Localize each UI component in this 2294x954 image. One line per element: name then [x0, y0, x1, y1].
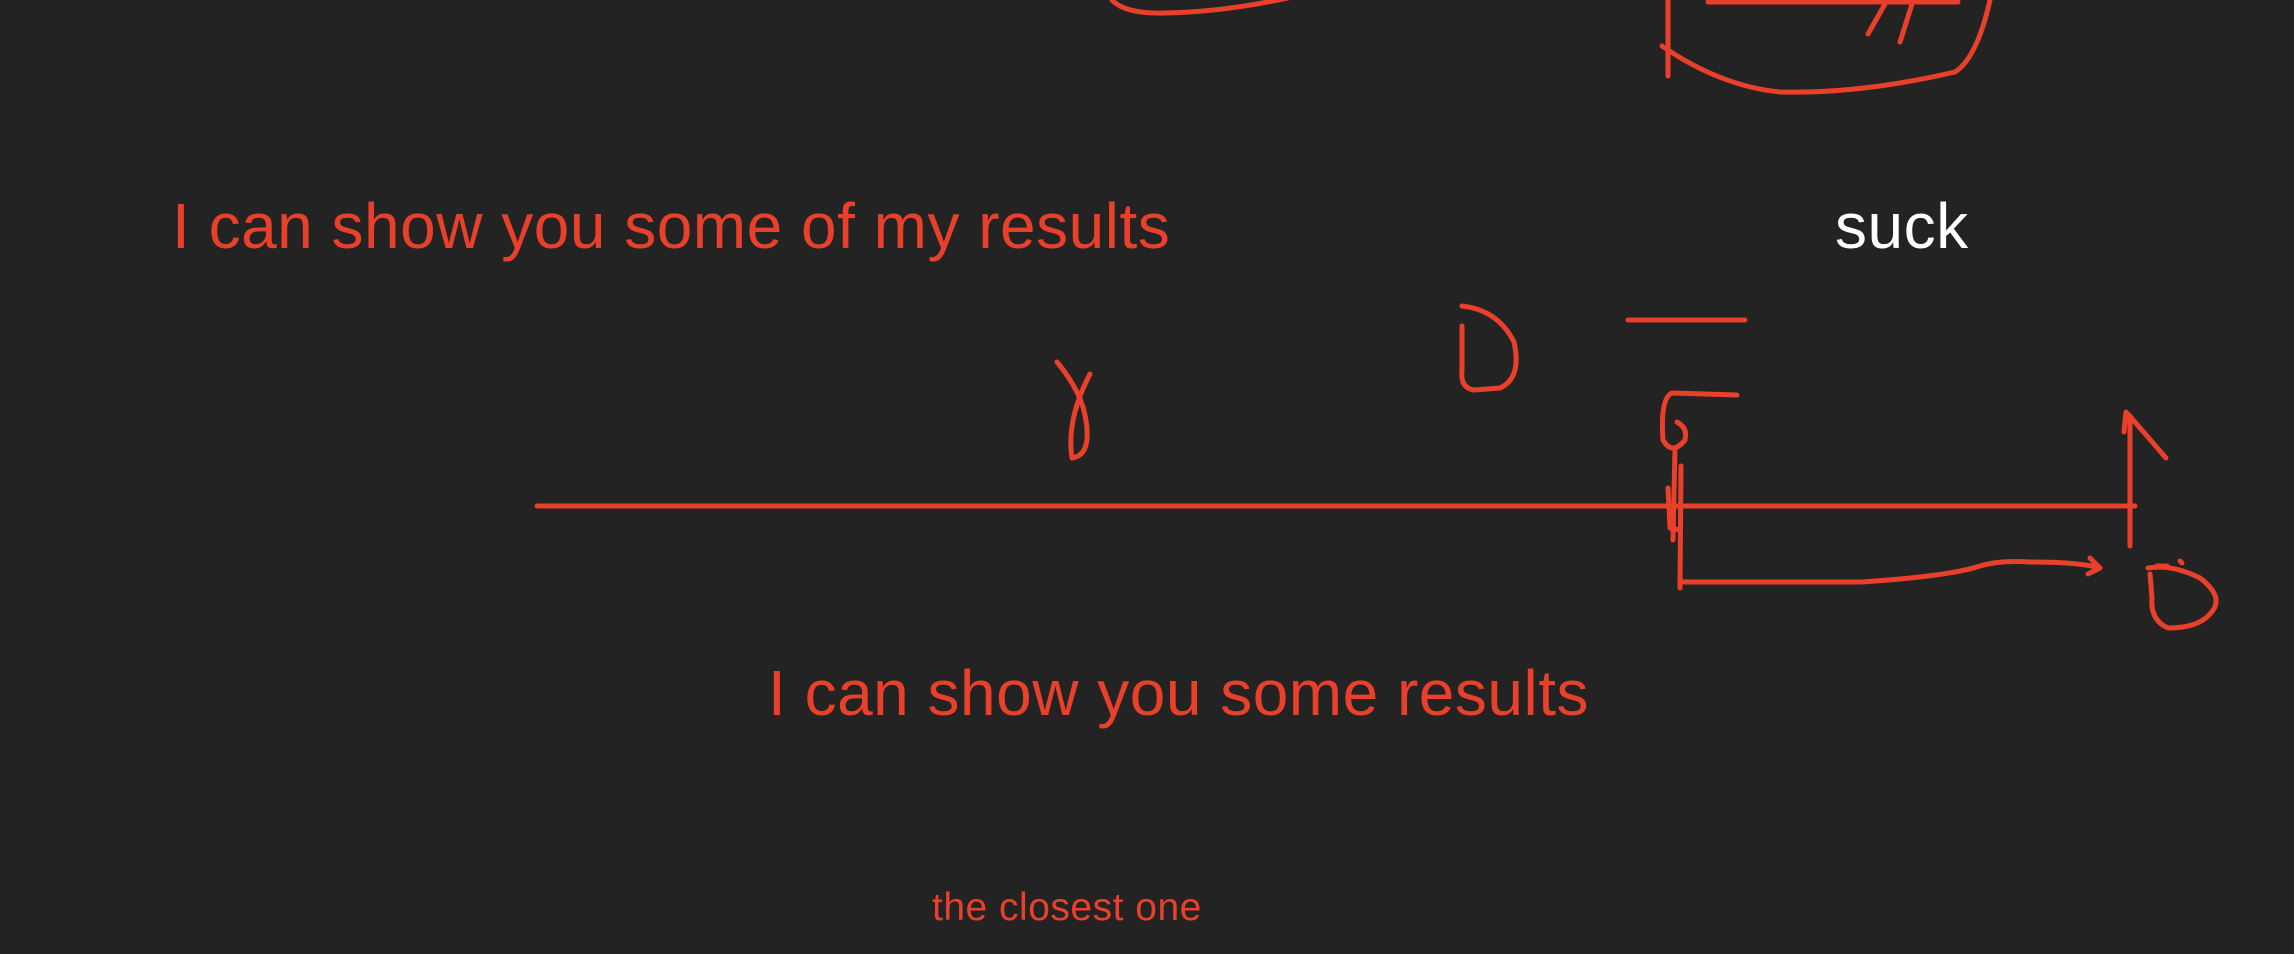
handwritten-text-line-3: the closest one: [932, 886, 1202, 929]
handwritten-text-line-1: I can show you some of my results: [172, 190, 1171, 262]
top-box-hash: [1865, 1, 1915, 45]
tick-left: [1670, 445, 1684, 591]
gamma-symbol: [1054, 359, 1093, 461]
tick-left-mark: [1665, 485, 1682, 533]
d-dots: [2154, 558, 2185, 569]
bracket-symbol: [1659, 390, 1740, 451]
bottom-arrow: [1677, 555, 2103, 585]
handwritten-word-suck: suck: [1835, 190, 1969, 262]
top-box-stroke: [1659, 0, 1993, 95]
handwritten-text-line-2: I can show you some results: [768, 657, 1589, 729]
d-symbol-small: [2145, 564, 2219, 631]
d-symbol: [1459, 303, 1519, 393]
right-arrow: [2121, 409, 2169, 549]
top-curve-stroke: [1109, 0, 1290, 16]
